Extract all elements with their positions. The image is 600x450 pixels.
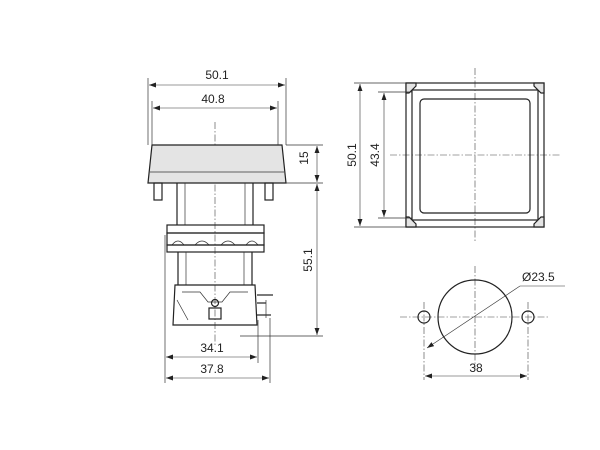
lens-window xyxy=(419,98,531,214)
dim-bezel-height: 15 xyxy=(297,151,311,165)
dim-hole-diameter: Ø23.5 xyxy=(522,270,555,284)
dim-front-inner: 43.4 xyxy=(368,143,382,167)
mounting-nut xyxy=(166,224,265,234)
corner-pad xyxy=(405,82,417,94)
mount-pin-right xyxy=(264,182,274,201)
dim-hole-spacing: 38 xyxy=(469,361,483,375)
side-hole-left xyxy=(417,310,431,324)
dim-inner-width: 34.1 xyxy=(200,341,224,355)
dim-overall-width: 50.1 xyxy=(205,68,229,82)
dim-base-width: 37.8 xyxy=(200,362,224,376)
mount-pin-left xyxy=(153,182,163,201)
bezel-cap xyxy=(147,144,287,184)
terminal-screw xyxy=(210,298,220,308)
dim-bezel-width: 40.8 xyxy=(201,92,225,106)
corner-pad xyxy=(533,216,545,228)
side-view: 50.1 40.8 15 55.1 34.1 37.8 xyxy=(147,68,323,383)
corner-pad xyxy=(533,82,545,94)
outer-bezel xyxy=(405,82,545,228)
front-view: 50.1 43.4 xyxy=(345,68,560,242)
center-hole xyxy=(437,279,513,355)
switch-block xyxy=(172,284,258,326)
dim-front-height: 50.1 xyxy=(345,143,359,167)
dim-body-height: 55.1 xyxy=(301,248,315,272)
panel-cutout: Ø23.5 38 xyxy=(400,266,565,380)
corner-pad xyxy=(405,216,417,228)
side-hole-right xyxy=(521,310,535,324)
